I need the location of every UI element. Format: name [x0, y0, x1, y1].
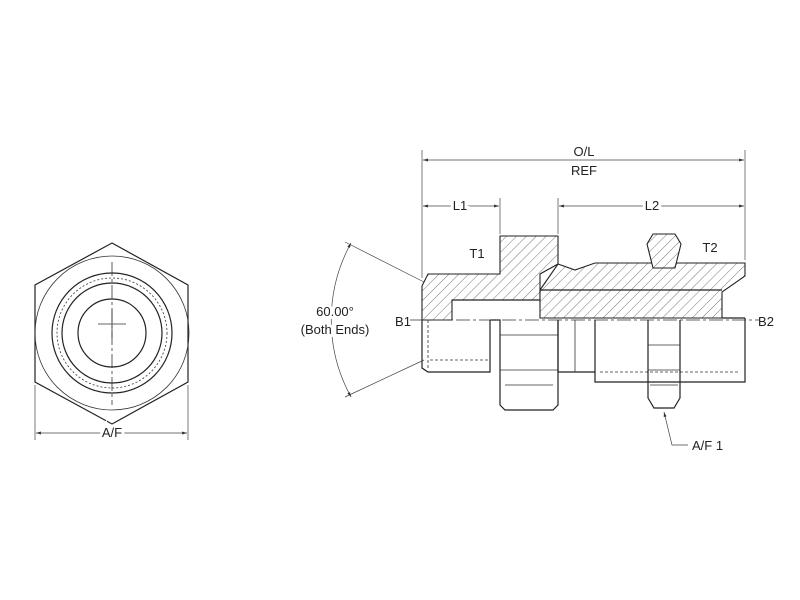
af-label: A/F — [102, 425, 122, 440]
hex-inscribed-circle — [34, 255, 190, 411]
angle-leader-bottom — [344, 359, 425, 398]
lower-half-outline — [421, 317, 746, 411]
l2-label: L2 — [645, 198, 659, 213]
thread-dashed-circle — [56, 277, 168, 389]
t2-label: T2 — [702, 240, 717, 255]
l1-label: L1 — [453, 198, 467, 213]
b1-label: B1 — [395, 314, 411, 329]
angle-value-label: 60.00° — [316, 304, 354, 319]
angle-leader-top — [344, 241, 425, 283]
angle-arc — [330, 242, 352, 398]
hex-outline — [34, 242, 189, 425]
side-view: O/L REF L1 L2 T1 T2 B1 B2 60.00° (Both E… — [298, 144, 774, 453]
af1-label: A/F 1 — [692, 438, 723, 453]
section-body-left — [421, 235, 559, 321]
ol-label: O/L — [574, 144, 595, 159]
end-view: A/F — [34, 242, 190, 443]
nut-section-t2 — [646, 233, 682, 269]
angle-note-label: (Both Ends) — [301, 322, 370, 337]
b2-label: B2 — [758, 314, 774, 329]
ref-label: REF — [571, 163, 597, 178]
t1-label: T1 — [469, 246, 484, 261]
af1-leader — [663, 411, 688, 446]
